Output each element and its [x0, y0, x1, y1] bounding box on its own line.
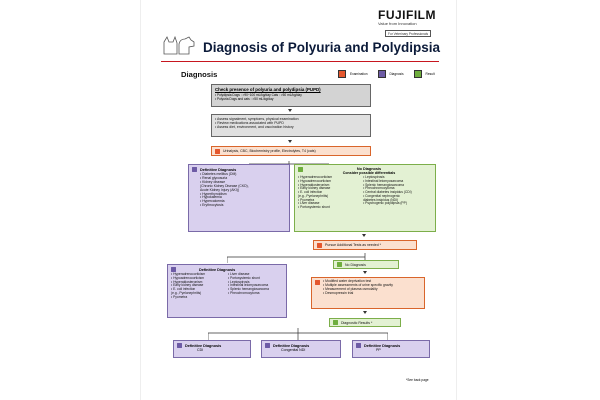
arrow: [288, 109, 292, 112]
additional-tests-box: Pursue Additional Tests as needed *: [313, 240, 417, 250]
pupd-check-box: Check presence of polyuria and polydipsi…: [211, 84, 371, 107]
additional-tests-text: Pursue Additional Tests as needed *: [325, 243, 381, 247]
diagnostic-results-box: Diagnostic Results *: [329, 318, 401, 327]
assessment-box: • Assess signalment, symptoms, physical …: [211, 114, 371, 137]
result-icon: [298, 167, 303, 172]
legend-label: Result: [425, 72, 435, 76]
definitive-diagnosis-box-1: Definitive Diagnosis • Diabetes mellitus…: [188, 164, 290, 232]
box-title: Definitive Diagnosis: [200, 167, 237, 172]
diagnosis-icon: [177, 343, 182, 348]
result-icon: [333, 320, 338, 325]
no-diagnosis-box-1: No Diagnosis Consider possible different…: [294, 164, 436, 232]
diagnosis-col-1: • Hyperadrenocorticism • Hypoadrenocorti…: [171, 272, 206, 299]
legend-label: Examination: [350, 72, 368, 76]
brand-logo: FUJIFILM: [378, 8, 436, 22]
branch-lines: [226, 250, 367, 263]
final-diagnosis-ndi: Definitive Diagnosis Congenital NDI: [261, 340, 341, 358]
box-title: Definitive Diagnosis: [364, 343, 401, 348]
examination-icon: [215, 148, 220, 154]
result-icon: [413, 70, 422, 78]
diagnosis-icon: [192, 167, 197, 172]
legend: Examination Diagnosis Result: [338, 70, 435, 78]
water-deprivation-list: • Modified water deprivation test • Mult…: [323, 279, 393, 295]
pupd-polydipsia: • Polydipsia Dogs : >90~100 mL/kg/day Ca…: [215, 93, 302, 97]
diagnosis-icon: [377, 70, 386, 78]
box-subtitle: Consider possible differentials: [342, 171, 396, 175]
water-deprivation-box: • Modified water deprivation test • Mult…: [311, 277, 425, 309]
branch-lines: [207, 327, 389, 340]
diagnosis-icon: [171, 267, 176, 272]
arrow: [288, 140, 292, 143]
no-diagnosis-text: No Diagnosis: [345, 262, 366, 267]
diagnostic-results-text: Diagnostic Results *: [341, 320, 373, 325]
examination-icon: [315, 280, 320, 285]
brand-tagline: Value from Innovation: [378, 21, 417, 26]
pets-illustration: [161, 34, 199, 56]
final-diagnosis-pp: Definitive Diagnosis PP: [352, 340, 430, 358]
definitive-diagnosis-box-2: Definitive Diagnosis • Hyperadrenocortic…: [167, 264, 287, 318]
final-diagnosis-cdi: Definitive Diagnosis CDI: [173, 340, 251, 358]
differentials-col-2: • Leptospirosis • Intestinal leiomyosarc…: [363, 175, 412, 206]
diagnosis-icon: [356, 343, 361, 348]
title-rule: [161, 61, 439, 63]
lab-tests-text: Urinalysis, CBC, Biochemistry profile, E…: [223, 149, 316, 153]
pupd-polyuria: • Polyuria Dogs and cats : >50 mL/kg/day: [215, 97, 274, 101]
audience-badge: For Veterinary Professionals: [385, 30, 432, 37]
examination-icon: [317, 242, 322, 248]
differentials-col-1: • Hyperadrenocorticism • Hypoadrenocorti…: [298, 175, 333, 210]
lab-tests-box: Urinalysis, CBC, Biochemistry profile, E…: [211, 146, 371, 156]
footnote: *See back page: [406, 378, 429, 382]
page-title: Diagnosis of Polyuria and Polydipsia: [203, 40, 441, 55]
box-title: No Diagnosis: [356, 167, 382, 171]
diagnosis-list: • Diabetes mellitus (DM) • Renal glycosu…: [200, 172, 249, 208]
diagnosis-icon: [265, 343, 270, 348]
section-label: Diagnosis: [181, 70, 218, 79]
diagnosis-col-2: • Liver disease • Portosystemic shunt • …: [228, 272, 269, 295]
no-diagnosis-box-2: No Diagnosis: [333, 260, 399, 269]
result-icon: [337, 262, 342, 267]
final-value: Congenital NDI: [281, 348, 306, 352]
branch-lines: [248, 156, 330, 169]
assessment-list: • Assess signalment, symptoms, physical …: [215, 117, 299, 130]
arrow: [363, 271, 367, 274]
final-value: PP: [376, 348, 381, 352]
pupd-check-title: Check presence of polyuria and polydipsi…: [215, 87, 321, 92]
arrow: [363, 311, 367, 314]
arrow: [362, 234, 366, 237]
document-page: FUJIFILM Value from Innovation For Veter…: [140, 0, 457, 400]
final-value: CDI: [197, 348, 204, 352]
box-title: Definitive Diagnosis: [185, 343, 222, 348]
legend-label: Diagnosis: [389, 72, 404, 76]
box-title: Definitive Diagnosis: [273, 343, 310, 348]
examination-icon: [338, 70, 346, 78]
box-title: Definitive Diagnosis: [199, 267, 236, 272]
